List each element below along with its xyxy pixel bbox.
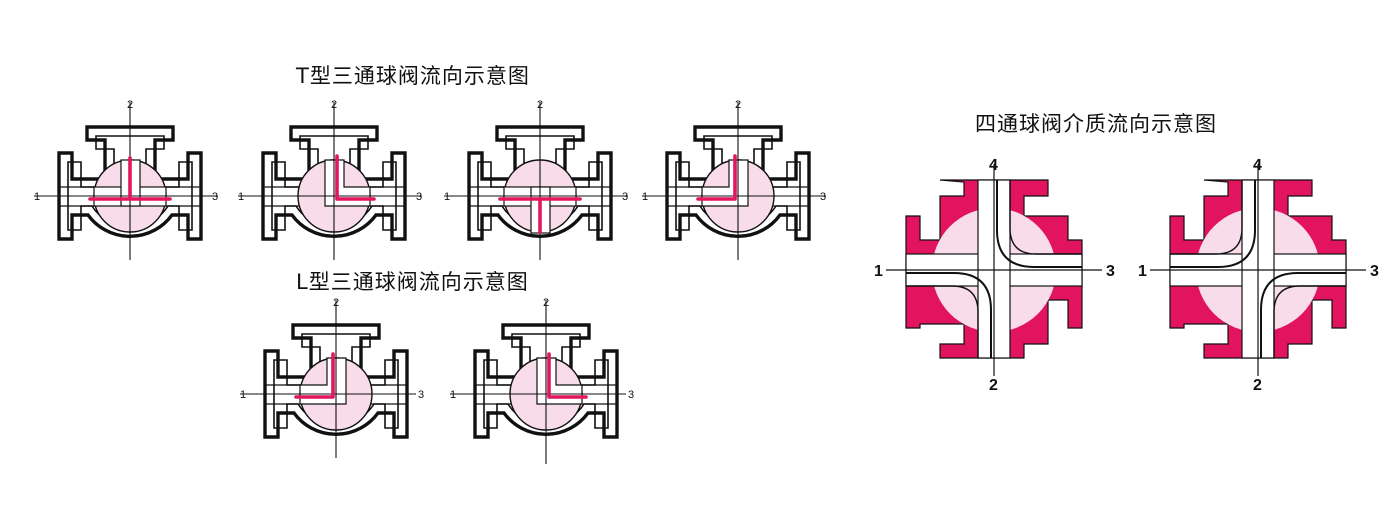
port-label-3: 3 (212, 191, 218, 203)
port-label-1: 1 (450, 389, 456, 401)
port-label-3: 3 (622, 191, 628, 203)
port-label-3: 3 (628, 389, 634, 401)
port-label-2: 2 (331, 99, 337, 111)
l-valve-1 (240, 300, 416, 458)
port-label-4: 4 (989, 157, 998, 174)
port-label-4: 4 (1253, 157, 1262, 174)
port-label-2: 2 (333, 297, 339, 309)
port-label-1: 1 (238, 191, 244, 203)
port-label-3: 3 (1370, 263, 1379, 280)
port-label-1: 1 (240, 389, 246, 401)
port-label-3: 3 (416, 191, 422, 203)
port-label-2: 2 (127, 99, 133, 111)
four-way-valve-2 (1150, 164, 1366, 376)
t-valve-1 (33, 101, 219, 261)
port-label-1: 1 (642, 191, 648, 203)
t-valve-3 (443, 101, 629, 261)
port-label-3: 3 (820, 191, 826, 203)
port-label-3: 3 (418, 389, 424, 401)
port-label-2: 2 (543, 297, 549, 309)
port-label-2: 2 (1253, 377, 1262, 394)
port-label-3: 3 (1106, 263, 1115, 280)
l-valve-2 (450, 300, 626, 464)
l-type-title: L型三通球阀流向示意图 (296, 270, 529, 294)
port-label-2: 2 (735, 99, 741, 111)
port-label-1: 1 (34, 191, 40, 203)
t-valve-2 (237, 101, 423, 261)
t-type-title: T型三通球阀流向示意图 (296, 64, 530, 88)
port-label-1: 1 (444, 191, 450, 203)
port-label-1: 1 (874, 263, 883, 280)
t-valve-4 (641, 101, 827, 261)
four-way-title: 四通球阀介质流向示意图 (975, 112, 1217, 136)
port-label-2: 2 (989, 377, 998, 394)
port-label-1: 1 (1138, 263, 1147, 280)
port-label-2: 2 (537, 99, 543, 111)
four-way-valve-1 (886, 164, 1102, 376)
